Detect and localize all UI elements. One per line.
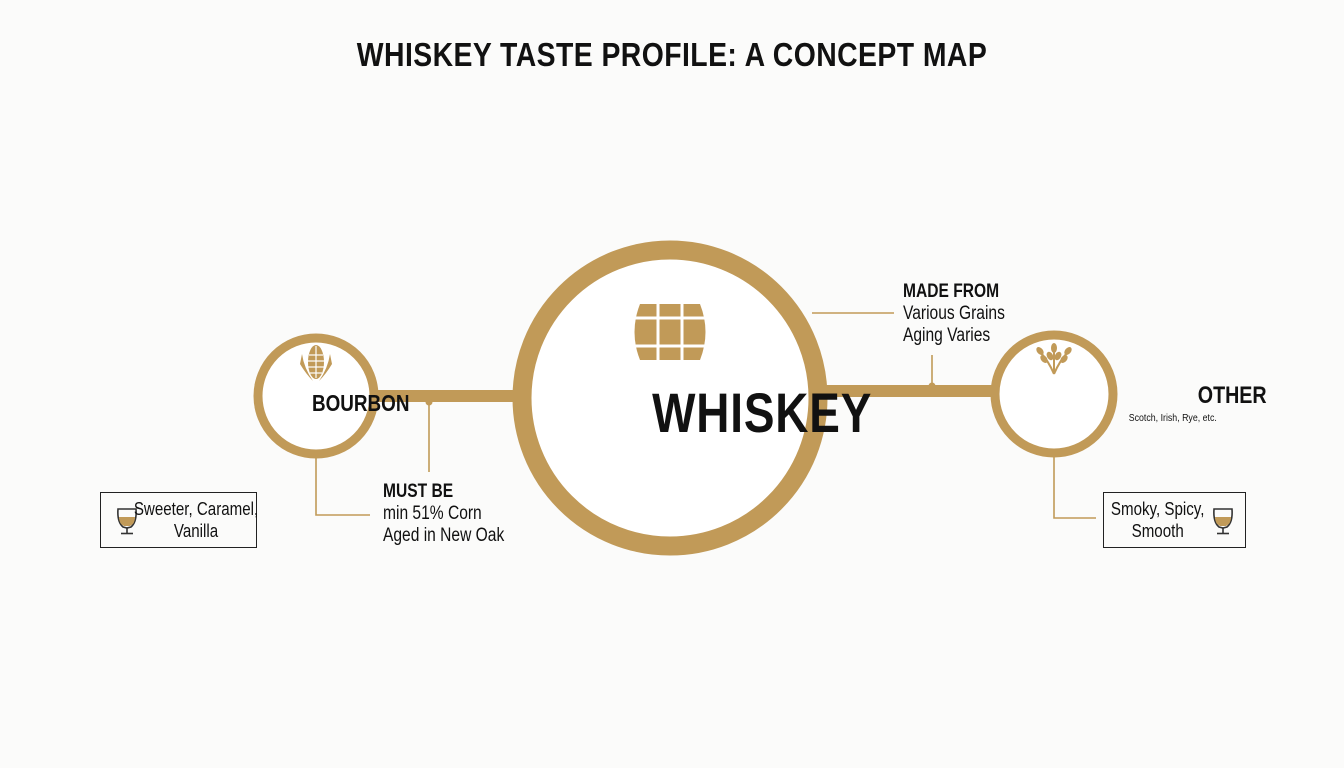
bourbon-requirement-note: MUST BE min 51% Corn Aged in New Oak <box>383 481 504 547</box>
must-be-junction <box>425 398 433 406</box>
other-taste-line: Smoky, Spicy, <box>1110 499 1205 519</box>
corn-icon <box>300 345 332 381</box>
other-node <box>990 330 1118 458</box>
wheat-icon <box>1036 343 1072 375</box>
whiskey-glass-icon <box>1213 508 1233 535</box>
other-node-label: OTHER <box>1197 382 1267 409</box>
other-requirement-heading: MADE FROM <box>903 281 1000 302</box>
diagram-title: WHISKEY TASTE PROFILE: A CONCEPT MAP <box>356 36 988 73</box>
other-requirement-line: Various Grains <box>903 303 1005 324</box>
bourbon-requirement-line: Aged in New Oak <box>383 525 505 546</box>
bourbon-taste-text: Sweeter, Caramel, Vanilla <box>134 498 258 542</box>
made-from-junction <box>928 382 936 390</box>
whiskey-glass-icon <box>117 508 137 535</box>
bourbon-taste-line: Sweeter, Caramel, <box>134 499 259 519</box>
whiskey-node-label: WHISKEY <box>652 381 873 444</box>
bourbon-node <box>253 333 379 459</box>
other-requirement-line: Aging Varies <box>903 325 991 346</box>
whiskey-node <box>512 240 828 556</box>
bourbon-taste-leader <box>315 456 370 516</box>
bourbon-requirement-line: min 51% Corn <box>383 503 482 524</box>
other-taste-leader <box>1053 456 1096 519</box>
bourbon-node-label: BOURBON <box>311 390 410 416</box>
bourbon-requirement-heading: MUST BE <box>383 481 454 502</box>
other-node-sublabel: Scotch, Irish, Rye, etc. <box>1128 413 1217 424</box>
other-taste-text: Smoky, Spicy, Smooth <box>1111 498 1205 542</box>
bourbon-taste-box: Sweeter, Caramel, Vanilla <box>100 492 259 548</box>
other-taste-box: Smoky, Spicy, Smooth <box>1103 492 1246 548</box>
other-taste-line: Smooth <box>1131 521 1184 541</box>
other-requirement-note: MADE FROM Various Grains Aging Varies <box>903 281 1005 347</box>
bourbon-taste-line: Vanilla <box>174 521 219 541</box>
barrel-icon <box>634 304 706 360</box>
